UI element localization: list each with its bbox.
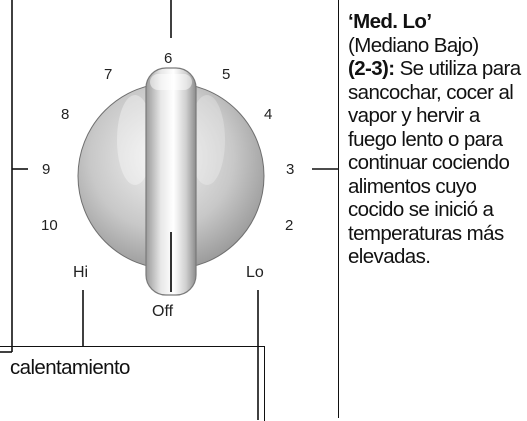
mark-lo: Lo bbox=[246, 264, 264, 281]
mark-hi: Hi bbox=[73, 264, 88, 281]
mark-4: 4 bbox=[264, 106, 272, 123]
mark-2: 2 bbox=[285, 217, 293, 234]
right-callout-frame bbox=[338, 0, 526, 418]
bottom-callout-frame bbox=[0, 346, 265, 421]
mark-10: 10 bbox=[41, 217, 58, 234]
bottom-callout-text: calentamiento bbox=[10, 356, 130, 379]
mark-6: 6 bbox=[164, 50, 172, 67]
mark-9: 9 bbox=[42, 161, 50, 178]
callout-range: (2-3): bbox=[348, 57, 395, 80]
bottom-callout: calentamiento bbox=[0, 346, 266, 421]
mark-7: 7 bbox=[104, 66, 112, 83]
right-callout-text: ‘Med. Lo’ (Mediano Bajo) (2-3): Se utili… bbox=[348, 10, 526, 269]
knob-handle bbox=[145, 67, 197, 296]
mark-8: 8 bbox=[61, 106, 69, 123]
mark-off: Off bbox=[152, 303, 174, 320]
dial-marks: 6 7 5 8 4 9 3 10 2 Hi Lo Off bbox=[41, 50, 294, 320]
right-callout: ‘Med. Lo’ (Mediano Bajo) (2-3): Se utili… bbox=[338, 0, 527, 420]
callout-body: Se utiliza para sancochar, cocer al vapo… bbox=[348, 57, 521, 268]
knob bbox=[77, 67, 265, 296]
callout-subtitle: (Mediano Bajo) bbox=[348, 33, 479, 57]
callout-title: ‘Med. Lo’ bbox=[348, 10, 432, 33]
mark-5: 5 bbox=[222, 66, 230, 83]
leader-lines bbox=[0, 0, 338, 420]
mark-3: 3 bbox=[286, 161, 294, 178]
